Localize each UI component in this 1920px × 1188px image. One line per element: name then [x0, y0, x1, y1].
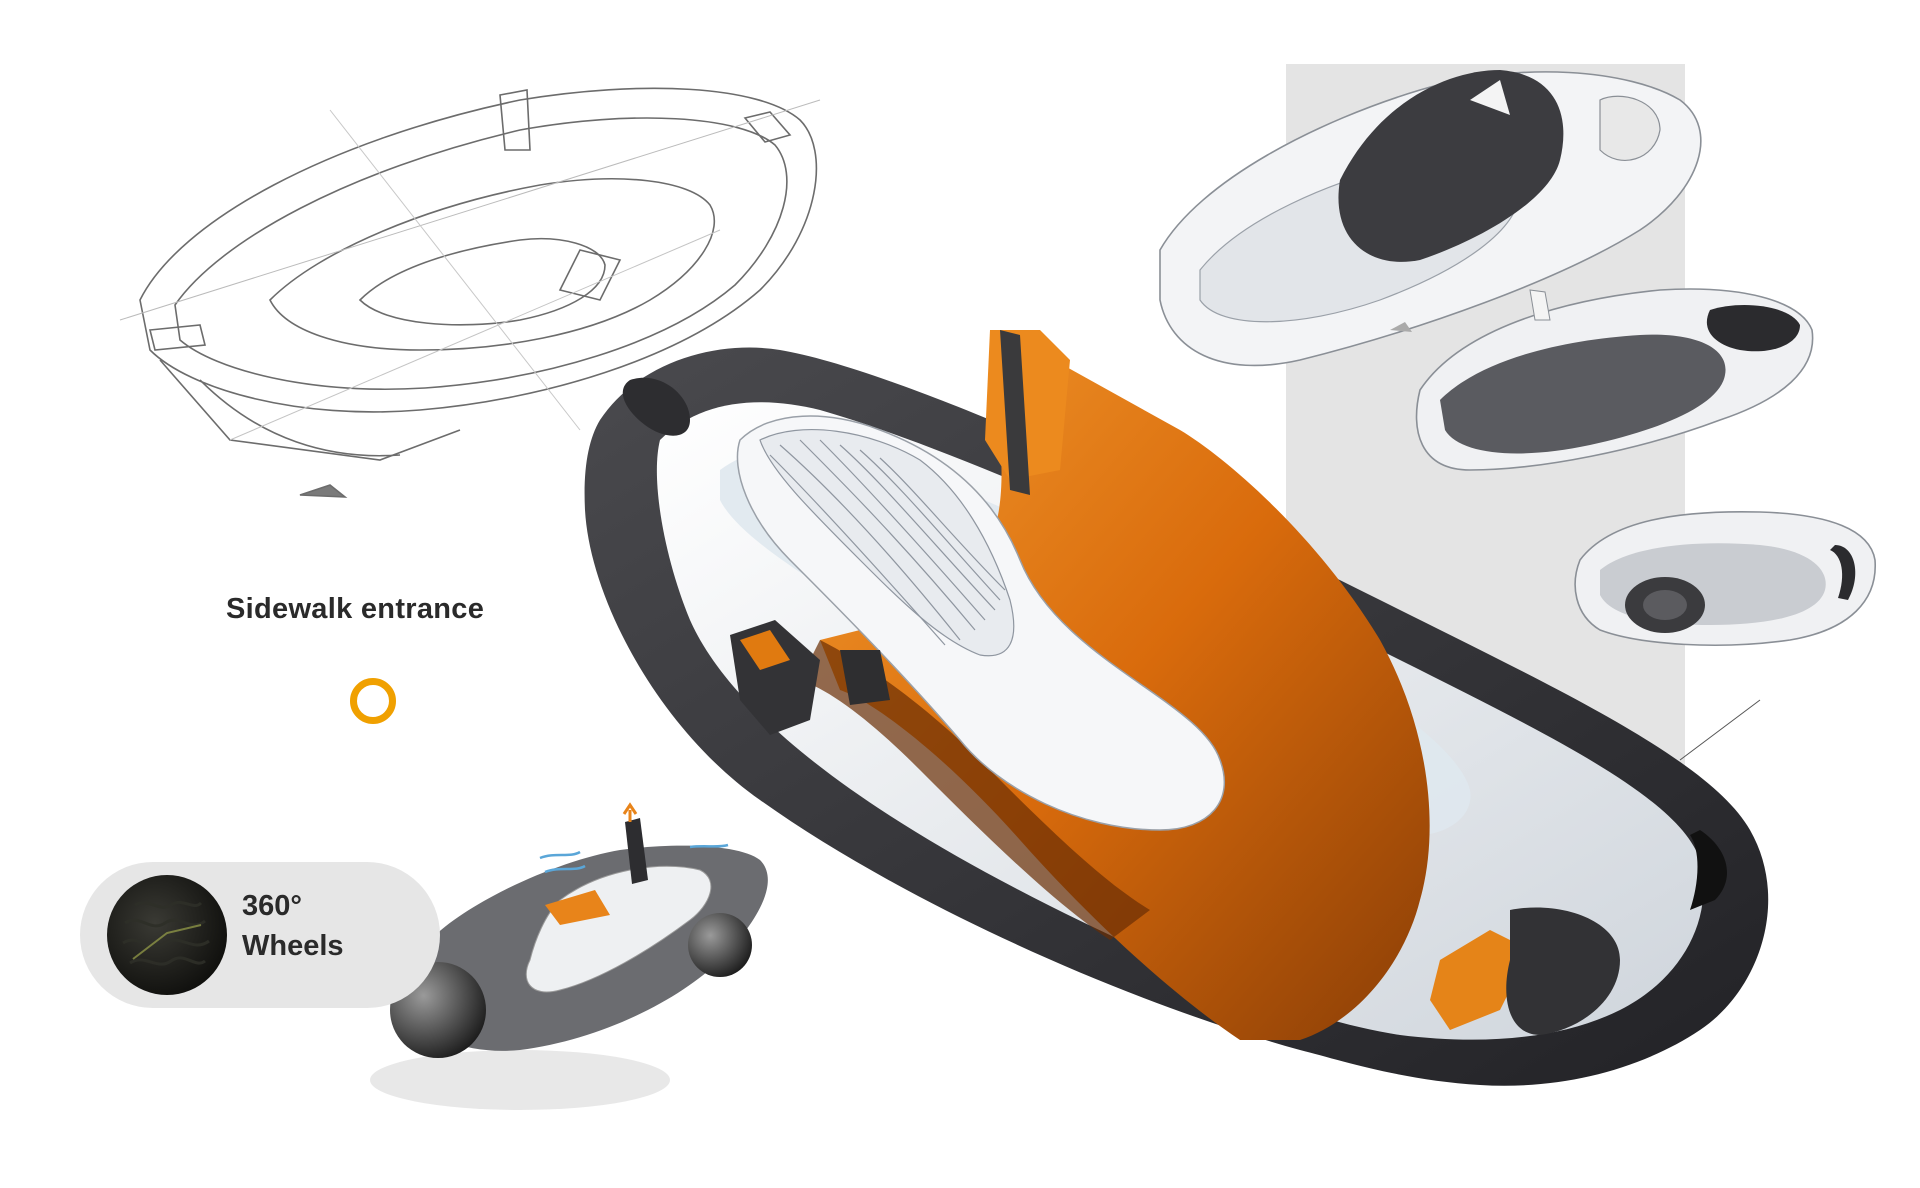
- bottom-right-render: [1574, 510, 1876, 647]
- main-vehicle-render: [584, 330, 1769, 1086]
- ribbed-backrest: [759, 428, 1015, 657]
- line-sketch-top-left: [119, 87, 821, 498]
- wheels-label-text: Wheels: [242, 930, 344, 962]
- top-right-render: [1159, 70, 1702, 367]
- entrance-marker-ring: [350, 678, 396, 724]
- mid-right-render: [1415, 288, 1814, 471]
- wheels-label: 360° Wheels: [242, 886, 344, 966]
- sidewalk-entrance-label: Sidewalk entrance: [226, 593, 485, 625]
- tire-icon: [107, 875, 227, 995]
- wheels-label-degree: 360°: [242, 890, 302, 922]
